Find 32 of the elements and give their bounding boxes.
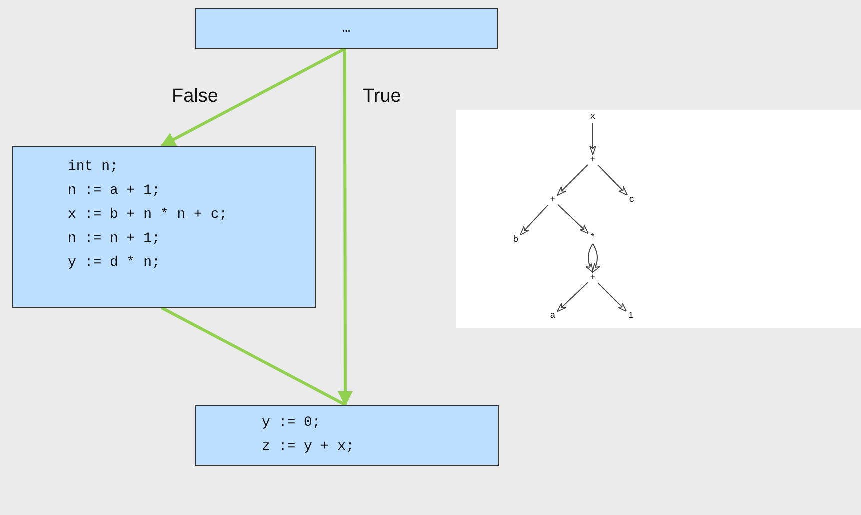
code-line: n := a + 1; — [68, 182, 160, 201]
tree-node-label: a — [548, 310, 558, 322]
code-line: n := n + 1; — [68, 230, 160, 249]
tree-arrow — [558, 204, 590, 234]
flow-arrow — [338, 49, 353, 406]
tree-arrow — [598, 282, 628, 312]
code-line: int n; — [68, 158, 118, 177]
tree-arrow — [556, 282, 588, 312]
code-line: y := d * n; — [68, 254, 160, 273]
tree-node-label: 1 — [626, 310, 636, 322]
code-line: x := b + n * n + c; — [68, 206, 228, 225]
code-line: z := y + x; — [262, 438, 354, 457]
flow-arrow — [160, 48, 346, 148]
code-block-box — [195, 405, 499, 466]
tree-node-label: + — [548, 194, 558, 206]
tree-arrow — [592, 244, 600, 274]
tree-node-label: * — [588, 232, 598, 244]
tree-panel — [456, 110, 861, 328]
tree-node-label: + — [588, 154, 598, 166]
tree-arrow — [556, 164, 588, 196]
tree-node-label: c — [627, 194, 637, 206]
code-line: y := 0; — [262, 414, 321, 433]
tree-node-label: + — [588, 272, 598, 284]
tree-node-label: x — [588, 111, 598, 123]
code-line: … — [342, 20, 351, 38]
tree-arrow — [598, 164, 628, 196]
code-block-box — [12, 146, 316, 308]
tree-arrow — [520, 204, 548, 236]
tree-arrow — [589, 122, 597, 156]
tree-node-label: b — [511, 234, 521, 246]
tree-arrow — [586, 244, 594, 274]
code-block-box — [195, 8, 498, 49]
